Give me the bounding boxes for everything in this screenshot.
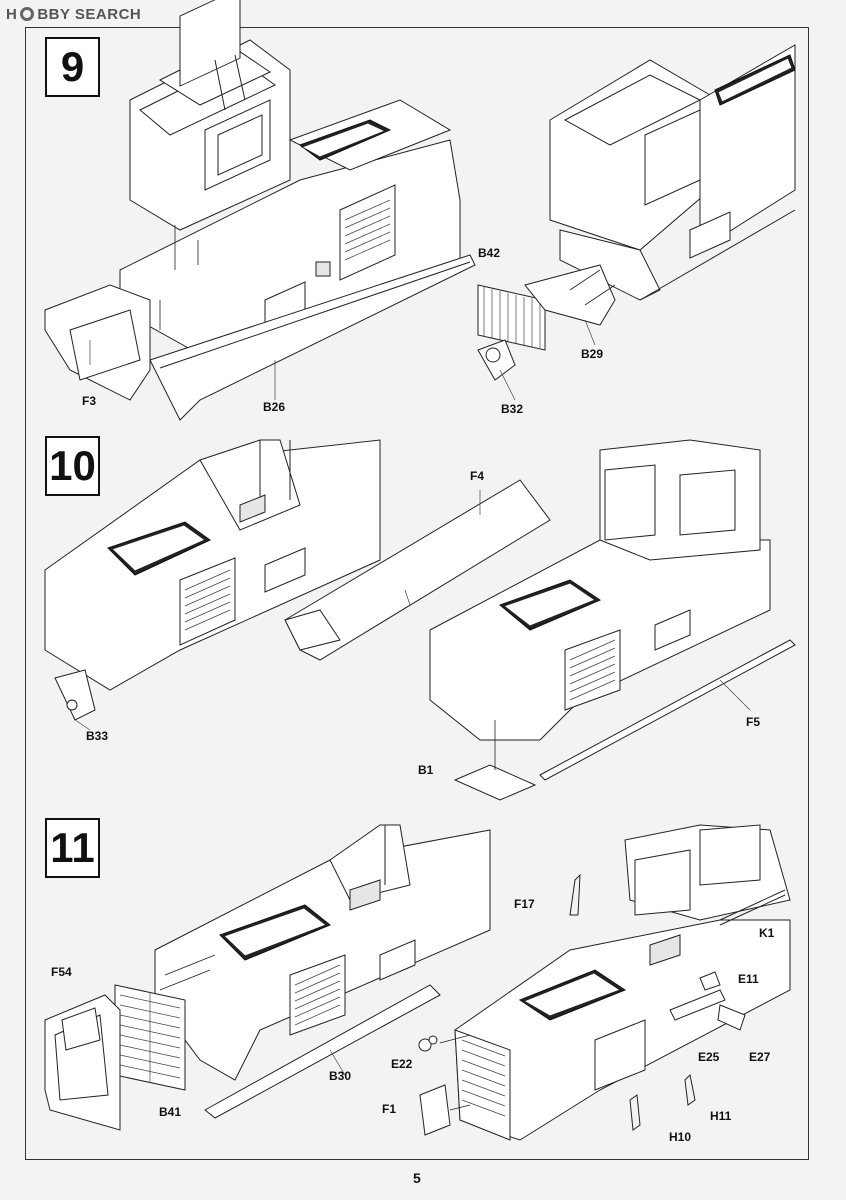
hobby-search-logo: H BBY SEARCH xyxy=(6,4,141,24)
instruction-page-frame xyxy=(25,27,809,1160)
part-label-b29: B29 xyxy=(581,347,604,361)
part-label-b1: B1 xyxy=(418,763,434,777)
logo-ring-icon xyxy=(20,7,35,21)
part-label-h11: H11 xyxy=(710,1109,732,1123)
part-label-f5: F5 xyxy=(746,715,761,729)
logo-letter: H xyxy=(6,5,18,23)
step11-hull-left xyxy=(44,824,491,1131)
step-number-9: 9 xyxy=(45,37,100,97)
part-label-b26: B26 xyxy=(263,400,286,414)
part-label-b33: B33 xyxy=(86,729,109,743)
part-label-h10: H10 xyxy=(669,1130,692,1144)
part-label-f3: F3 xyxy=(82,394,97,408)
part-label-f17: F17 xyxy=(514,897,535,911)
step9-hull-left xyxy=(44,0,476,421)
step11-hull-right xyxy=(418,824,791,1141)
part-label-f1: F1 xyxy=(382,1102,397,1116)
part-label-k1: K1 xyxy=(759,926,775,940)
part-label-b32: B32 xyxy=(501,402,524,416)
part-label-f4: F4 xyxy=(470,469,485,483)
step10-hull-left xyxy=(44,439,381,731)
part-label-b42: B42 xyxy=(478,246,501,260)
step10-plate-f4 xyxy=(284,479,551,661)
logo-text: BBY SEARCH xyxy=(37,5,142,23)
part-label-e11: E11 xyxy=(738,972,759,986)
part-label-e22: E22 xyxy=(391,1057,413,1071)
step10-hull-right xyxy=(429,439,796,801)
part-label-b30: B30 xyxy=(329,1069,352,1083)
step9-hull-right xyxy=(477,44,796,401)
part-label-e25: E25 xyxy=(698,1050,720,1064)
part-label-b41: B41 xyxy=(159,1105,182,1119)
step-number-10: 10 xyxy=(45,436,100,496)
step-number-11: 11 xyxy=(45,818,100,878)
page-number: 5 xyxy=(413,1170,421,1186)
part-label-f54: F54 xyxy=(51,965,72,979)
part-label-e27: E27 xyxy=(749,1050,771,1064)
